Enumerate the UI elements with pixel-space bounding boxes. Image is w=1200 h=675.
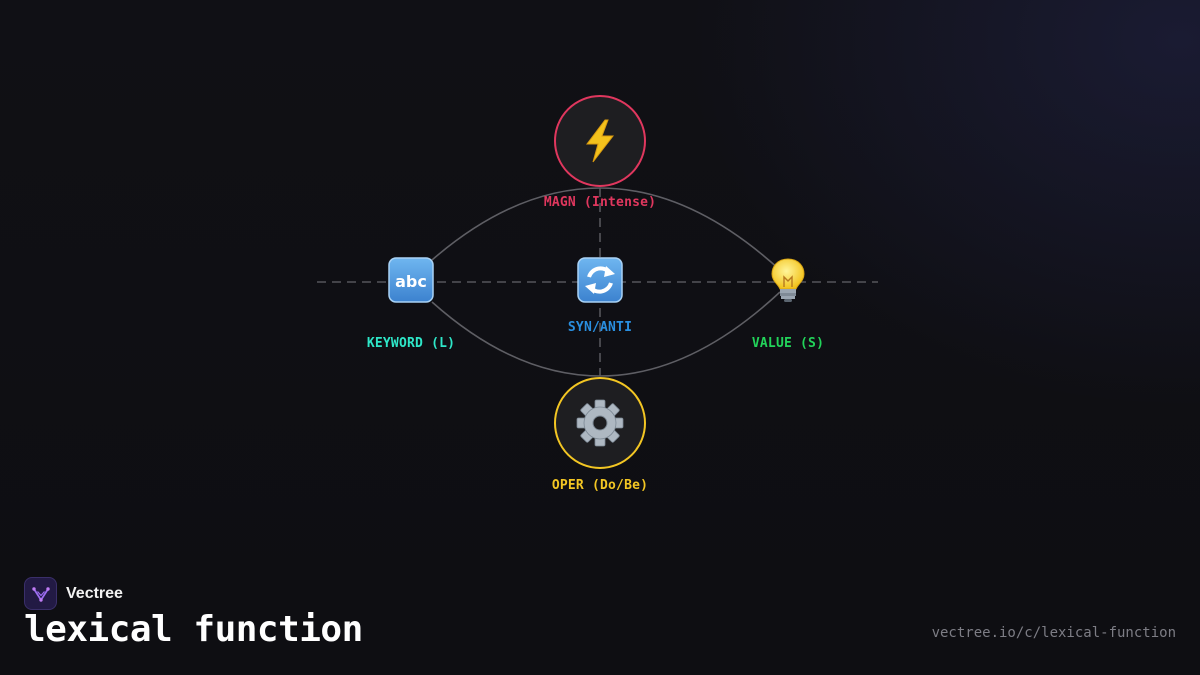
gear-icon xyxy=(576,399,624,447)
keyword-label: KEYWORD (L) xyxy=(366,336,456,351)
value-label: VALUE (S) xyxy=(751,336,825,351)
synanti-label: SYN/ANTI xyxy=(567,320,633,335)
value-node[interactable] xyxy=(760,252,816,308)
lower-arc-edge xyxy=(431,291,781,377)
keyword-node[interactable]: abc xyxy=(383,252,439,308)
page-url[interactable]: vectree.io/c/lexical-function xyxy=(931,625,1176,641)
synanti-node[interactable] xyxy=(572,252,628,308)
cycle-arrows-icon xyxy=(577,257,623,303)
brand[interactable]: Vectree xyxy=(24,577,123,610)
oper-label: OPER (Do/Be) xyxy=(551,478,649,493)
magn-label: MAGN (Intense) xyxy=(543,195,657,210)
lightning-icon xyxy=(586,119,615,163)
abc-input-icon: abc xyxy=(388,257,434,303)
oper-node[interactable] xyxy=(554,377,646,469)
magn-node[interactable] xyxy=(554,95,646,187)
upper-arc-edge xyxy=(431,187,781,271)
page-title: lexical function xyxy=(24,609,363,650)
vectree-logo-icon xyxy=(24,577,57,610)
svg-text:abc: abc xyxy=(395,272,427,291)
brand-name: Vectree xyxy=(66,584,123,602)
lightbulb-icon xyxy=(771,258,805,302)
